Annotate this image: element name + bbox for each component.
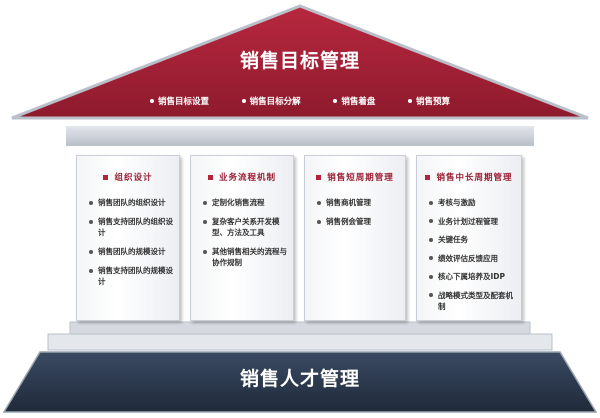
list-item: 销售商机管理 [317, 197, 399, 208]
square-bullet-icon [425, 174, 431, 180]
list-item: 绩效评估反馈应用 [429, 253, 515, 264]
roof-item: 销售目标设置 [150, 95, 209, 107]
list-item: 其他销售相关的流程与协作规制 [203, 246, 287, 268]
foundation-step-bottom [47, 333, 553, 351]
list-item: 业务计划过程管理 [429, 216, 515, 227]
bullet-icon [150, 99, 154, 103]
foundation-step-top [69, 321, 531, 335]
pillar-business-process: 业务流程机制 定制化销售流程 复杂客户关系开发模型、方法及工具 其他销售相关的流… [190, 155, 294, 321]
roof-title: 销售目标管理 [239, 50, 360, 72]
pillar-title: 销售短周期管理 [327, 173, 394, 183]
list-item: 核心下属培养及IDP [429, 271, 515, 282]
roof-shape [11, 4, 589, 120]
pillar-short-cycle: 销售短周期管理 销售商机管理 销售例会管理 [304, 155, 406, 321]
pillar-title: 销售中长周期管理 [436, 173, 513, 183]
roof-beam [66, 126, 534, 146]
base-shape [2, 351, 598, 413]
list-item: 销售支持团队的规模设计 [89, 265, 173, 287]
roof-item: 销售预算 [407, 95, 450, 107]
bullet-icon [241, 99, 246, 103]
square-bullet-icon [103, 174, 109, 180]
list-item: 战略模式类型及配套机制 [429, 290, 515, 312]
bullet-icon [333, 99, 338, 103]
list-item: 考核与激励 [429, 197, 515, 208]
pillar-title: 组织设计 [114, 173, 153, 183]
list-item: 定制化销售流程 [203, 197, 287, 208]
pillar-long-cycle: 销售中长周期管理 考核与激励 业务计划过程管理 关键任务 绩效评估反馈应用 核心… [416, 155, 522, 321]
pillar-organization-design: 组织设计 销售团队的组织设计 销售支持团队的组织设计 销售团队的规模设计 销售支… [76, 155, 180, 321]
roof-item: 销售着盘 [333, 95, 375, 107]
list-item: 销售团队的规模设计 [89, 246, 173, 257]
list-item: 销售团队的组织设计 [89, 197, 173, 208]
base-title: 销售人才管理 [239, 368, 360, 390]
pillar-title: 业务流程机制 [218, 173, 276, 183]
square-bullet-icon [316, 174, 322, 180]
list-item: 关键任务 [429, 234, 515, 245]
list-item: 销售支持团队的组织设计 [89, 216, 173, 238]
roof-item: 销售目标分解 [241, 95, 301, 107]
square-bullet-icon [207, 174, 213, 180]
list-item: 复杂客户关系开发模型、方法及工具 [203, 216, 287, 238]
roof-items: 销售目标设置 销售目标分解 销售着盘 销售预算 [150, 95, 450, 107]
list-item: 销售例会管理 [317, 216, 399, 227]
bullet-icon [407, 99, 412, 103]
